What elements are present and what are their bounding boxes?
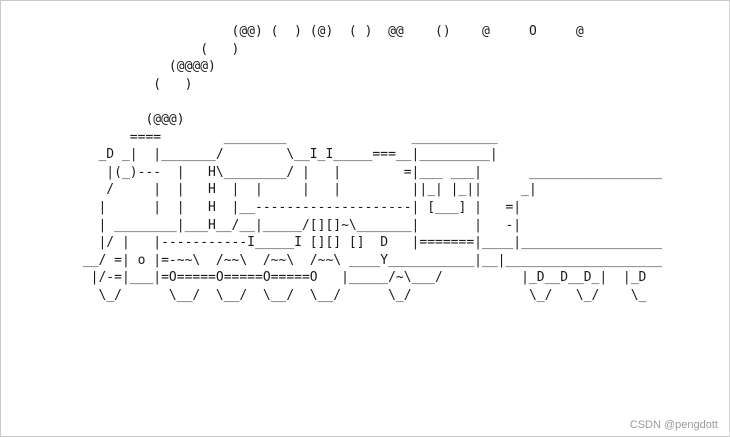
ascii-train-art: (@@) ( ) (@) ( ) @@ () @ O @ ( ) (@@@@) … [75,23,662,305]
ascii-line: | ________|___H__/__|_____/[][]~\_______… [75,217,522,233]
ascii-line: / | | H | | | | ||_| |_|| _| [75,182,537,198]
ascii-line: (@@@@) [75,59,216,75]
watermark: CSDN @pengdott [629,419,718,431]
ascii-line: __/ =| o |=-~~\ /~~\ /~~\ /~~\ ____Y____… [75,252,662,268]
ascii-line: \_/ \__/ \__/ \__/ \__/ \_/ \_/ \_/ \_ [75,287,647,303]
ascii-line: (@@@) [75,111,185,127]
ascii-line: ( ) [75,41,240,57]
ascii-line: | | | H |__--------------------| [___] |… [75,199,522,215]
ascii-line: |(_)--- | H\________/ | | =|___ ___| ___… [75,164,662,180]
ascii-line: ==== ________ ___________ [75,129,498,145]
ascii-line: |/-=|___|=O=====O=====O=====O |_____/~\_… [75,270,647,286]
ascii-line: ( ) [75,76,193,92]
ascii-line: _D _| |_______/ \__I_I_____===__|_______… [75,147,498,163]
ascii-line: (@@) ( ) (@) ( ) @@ () @ O @ [75,24,584,39]
ascii-line: |/ | |-----------I_____I [][] [] D |====… [75,235,662,251]
